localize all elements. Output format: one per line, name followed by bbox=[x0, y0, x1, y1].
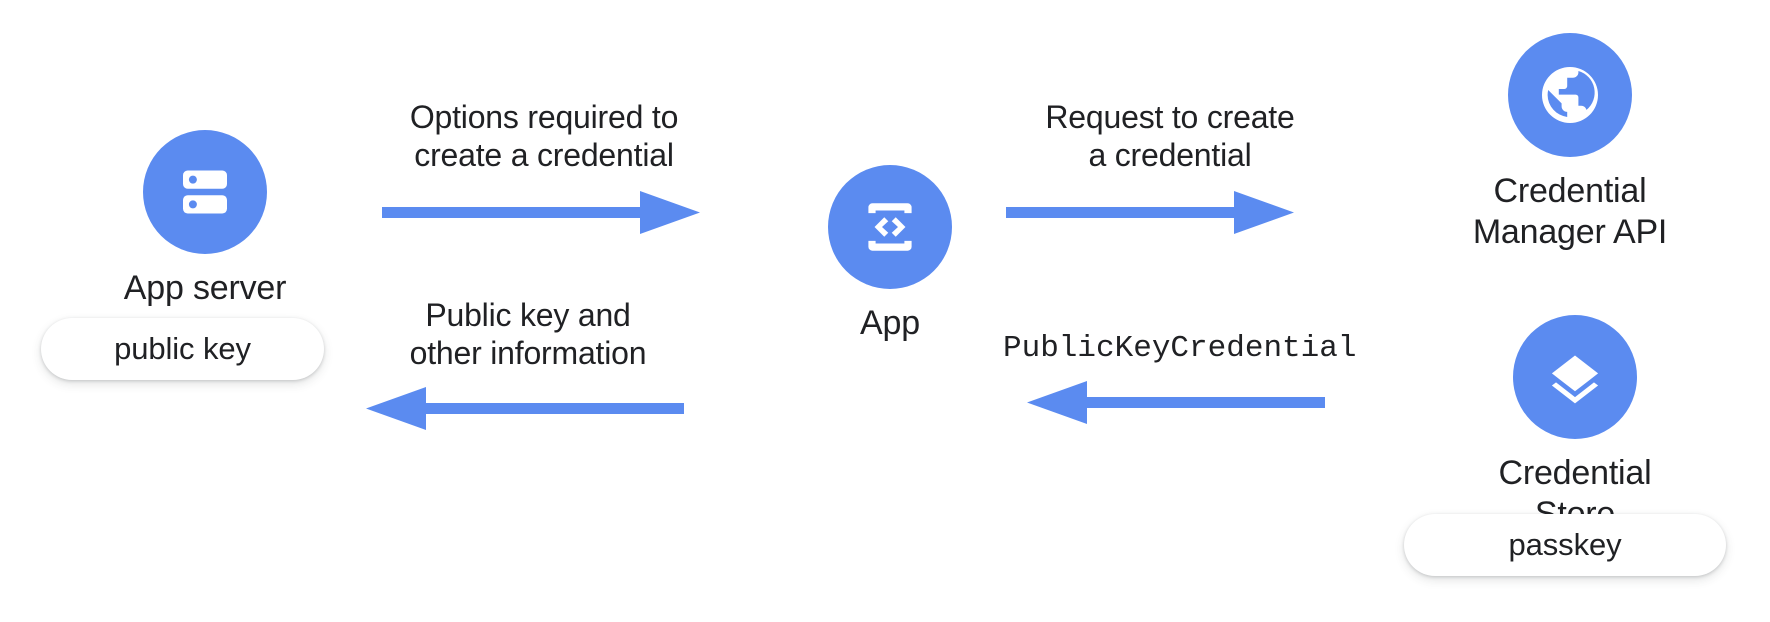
node-credential-store: Credential Store bbox=[1473, 315, 1677, 535]
credential-store-icon-circle bbox=[1513, 315, 1637, 439]
node-label-app-server: App server bbox=[123, 269, 287, 307]
node-app: App bbox=[788, 165, 992, 344]
node-label-credential-manager-api: Credential Manager API bbox=[1472, 172, 1668, 251]
layers-icon bbox=[1542, 344, 1608, 410]
arrow-right-app-to-credential-manager bbox=[1006, 191, 1294, 234]
node-label-app: App bbox=[860, 304, 920, 342]
credential-manager-api-icon-circle bbox=[1508, 33, 1632, 157]
arrow-left-app-to-server bbox=[366, 387, 684, 430]
node-credential-manager-api: Credential Manager API bbox=[1468, 33, 1672, 253]
globe-icon bbox=[1535, 60, 1605, 130]
flow-label-credential-store-to-app: PublicKeyCredential bbox=[1003, 331, 1357, 366]
arrow-left-credential-store-to-app bbox=[1027, 381, 1325, 424]
flow-label-app-to-credential-manager: Request to create a credential bbox=[1045, 99, 1295, 173]
phone-code-icon bbox=[858, 195, 922, 259]
flow-app-to-server: Public key and other information bbox=[358, 296, 698, 432]
arrow-right-server-to-app bbox=[382, 191, 700, 234]
pill-public-key: public key bbox=[41, 318, 324, 380]
flow-label-server-to-app: Options required to create a credential bbox=[409, 99, 679, 173]
pill-passkey: passkey bbox=[1404, 514, 1726, 576]
app-icon-circle bbox=[828, 165, 952, 289]
flow-app-to-credential-manager: Request to create a credential bbox=[1006, 98, 1330, 236]
flow-server-to-app: Options required to create a credential bbox=[374, 98, 714, 236]
flow-credential-store-to-app: PublicKeyCredential bbox=[1003, 330, 1357, 426]
app-server-icon-circle bbox=[143, 130, 267, 254]
pill-label-public-key: public key bbox=[114, 331, 251, 366]
node-app-server: App server bbox=[103, 130, 307, 309]
pill-label-passkey: passkey bbox=[1508, 527, 1622, 562]
flow-label-app-to-server: Public key and other information bbox=[409, 297, 647, 371]
server-icon bbox=[172, 159, 238, 225]
